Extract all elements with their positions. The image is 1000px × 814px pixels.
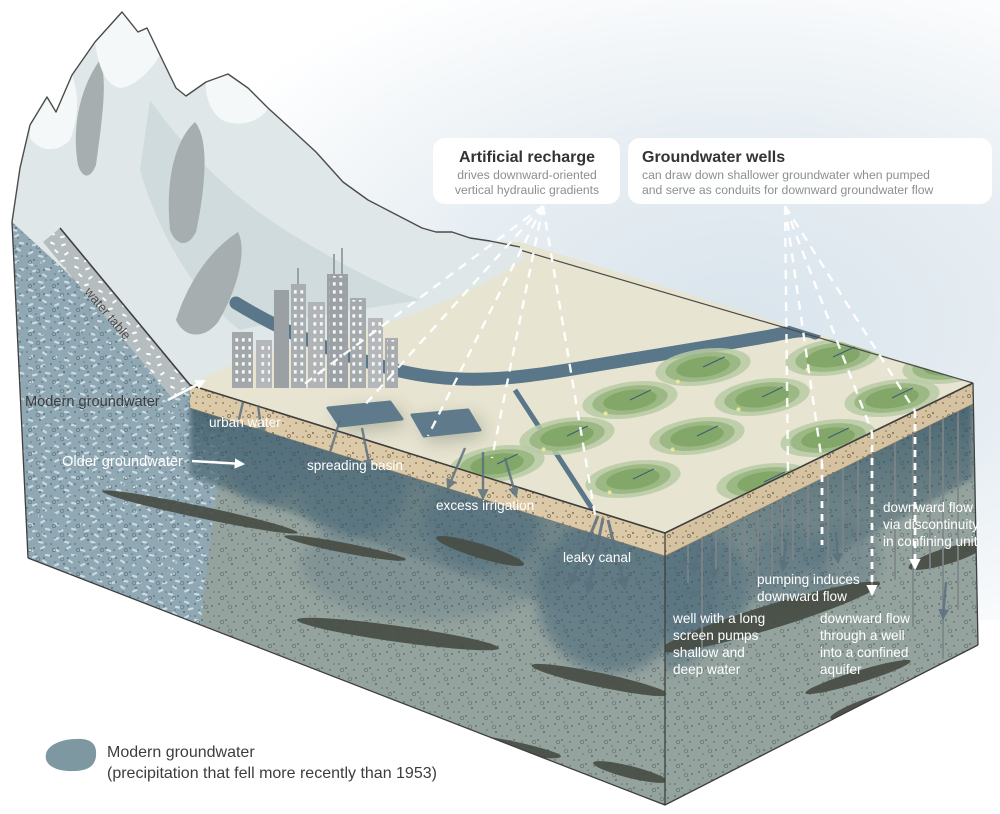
building <box>291 284 306 388</box>
artificial-recharge-title: Artificial recharge <box>459 149 595 166</box>
spreading-basin-label: spreading basin <box>307 458 403 473</box>
groundwater-wells-title: Groundwater wells <box>642 149 785 166</box>
snow-cap-main <box>95 12 160 88</box>
irrigation-circle <box>519 416 615 456</box>
downward-confined-label: downward flow <box>820 611 910 626</box>
rock-streak <box>75 60 104 176</box>
legend-title: Modern groundwater <box>107 744 255 761</box>
well-long-screen-label: deep water <box>673 662 741 677</box>
irrigation-circle <box>844 378 940 418</box>
older-groundwater-arrow <box>191 458 246 469</box>
downward-flow-dashed-arrows <box>820 411 921 597</box>
older-groundwater-label: Older groundwater <box>62 454 183 470</box>
downward-confined-label: into a confined <box>820 645 908 660</box>
building <box>256 340 272 388</box>
rock-streak <box>168 122 205 244</box>
well-long-screen-label: screen pumps <box>673 628 759 643</box>
recharge-leader-lines <box>302 205 597 516</box>
face-labels: urban water spreading basin excess irrig… <box>209 415 979 677</box>
modern-groundwater-label: Modern groundwater <box>25 394 160 410</box>
rock-streak <box>176 232 242 335</box>
legend: Modern groundwater (precipitation that f… <box>45 738 437 782</box>
downward-discontinuity-label: via discontinuity <box>883 517 979 532</box>
building <box>274 290 289 388</box>
spreading-basin-pond <box>326 400 404 428</box>
well-long-screen-label: shallow and <box>673 645 745 660</box>
back-edge <box>519 249 974 384</box>
artificial-recharge-desc: drives downward-oriented <box>457 168 597 182</box>
downward-discontinuity-label: in confining unit <box>883 534 978 549</box>
irrigation-circle <box>655 347 751 387</box>
snow-cap-left <box>30 75 78 150</box>
mountain <box>11 11 525 385</box>
artificial-recharge-desc: vertical hydraulic gradients <box>455 183 599 197</box>
block-edges <box>11 221 979 806</box>
callout-groundwater-wells: Groundwater wells can draw down shallowe… <box>628 138 992 204</box>
building <box>368 318 383 388</box>
groundwater-wells-desc: can draw down shallower groundwater when… <box>642 168 930 182</box>
building <box>385 338 398 388</box>
downward-discontinuity-label: downward flow <box>883 500 973 515</box>
flow-arrows <box>232 401 950 621</box>
excess-irrigation-label: excess irrigation <box>436 498 534 513</box>
spreading-basin-pond <box>410 408 482 438</box>
irrigation-circle <box>585 459 681 499</box>
snow-cap-second <box>205 74 268 124</box>
irrigation-circle <box>714 377 810 417</box>
building <box>308 302 325 388</box>
pumping-induces-label: pumping induces <box>757 572 860 587</box>
callout-artificial-recharge: Artificial recharge drives downward-orie… <box>433 138 620 204</box>
well-leader-lines <box>783 205 917 474</box>
pumping-induces-label: downward flow <box>757 589 847 604</box>
irrigation-circle <box>582 380 678 420</box>
vadose-zone-band <box>189 383 974 557</box>
groundwater-wells-desc: and serve as conduits for downward groun… <box>642 183 934 197</box>
modern-groundwater-arrow <box>167 379 206 402</box>
building <box>232 332 253 388</box>
legend-swatch <box>45 738 97 772</box>
downward-confined-label: through a well <box>820 628 905 643</box>
building <box>327 274 348 388</box>
downward-confined-label: aquifer <box>820 662 862 677</box>
mountain-ridge-outline <box>11 11 521 248</box>
legend-subtitle: (precipitation that fell more recently t… <box>107 765 437 782</box>
well-long-screen-label: well with a long <box>672 611 765 626</box>
leaky-canal-label: leaky canal <box>563 550 631 565</box>
urban-water-label: urban water <box>209 415 281 430</box>
irrigation-circle <box>649 416 745 456</box>
side-labels: Modern groundwater Older groundwater <box>25 379 246 470</box>
